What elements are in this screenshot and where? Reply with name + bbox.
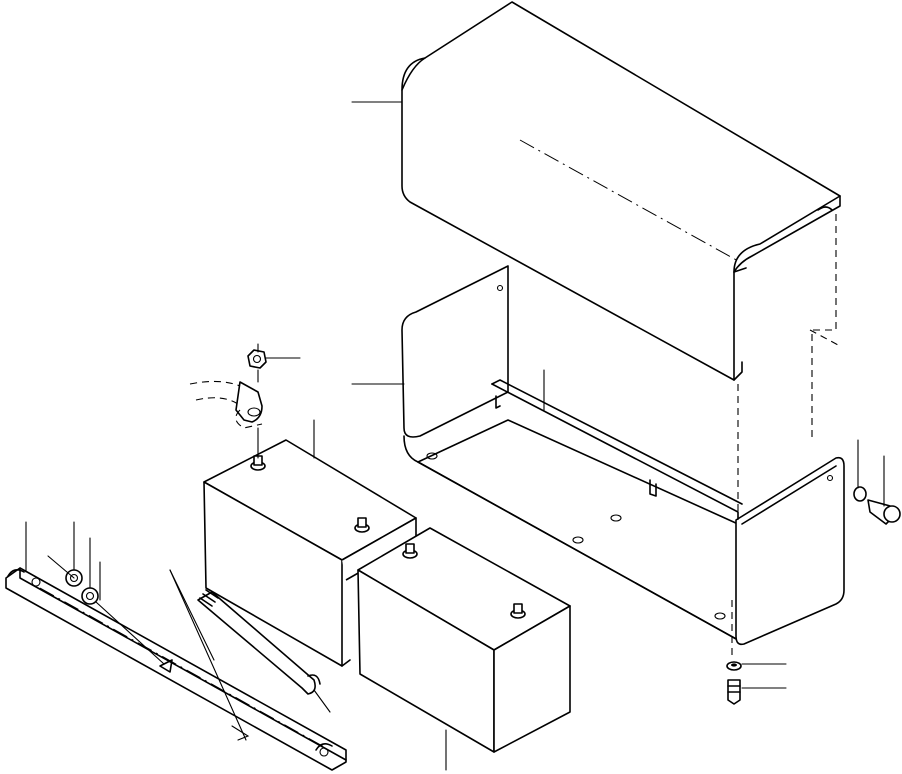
bottom-bolt — [727, 679, 741, 705]
battery-cable — [189, 380, 263, 429]
callout-lines — [25, 101, 885, 771]
side-washer — [853, 486, 867, 502]
battery-2-terminal-a — [402, 543, 418, 559]
hook-bolt — [197, 589, 321, 695]
battery-box-cover — [401, 1, 841, 381]
battery-1-terminal-a — [250, 455, 266, 471]
callout-nut-diag — [47, 555, 75, 579]
terminal-nut — [247, 349, 267, 369]
battery-2-terminal-b — [510, 603, 526, 619]
battery-1 — [203, 439, 417, 667]
battery-2 — [357, 527, 571, 753]
side-bolt — [867, 499, 901, 525]
battery-box-tray — [401, 265, 845, 646]
washer — [81, 587, 99, 605]
hold-down-bar — [5, 567, 347, 771]
battery-1-terminal-b — [354, 517, 370, 533]
callout-hook-bolt — [313, 689, 331, 713]
bottom-washer — [726, 661, 742, 671]
